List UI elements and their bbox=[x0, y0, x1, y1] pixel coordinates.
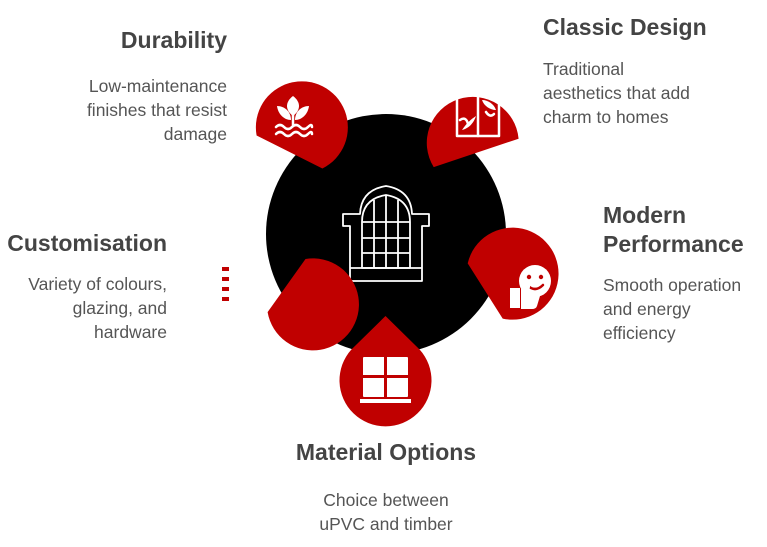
durability-node bbox=[255, 81, 348, 169]
material-options-description: Choice between uPVC and timber bbox=[319, 490, 453, 534]
customisation-petal bbox=[267, 258, 359, 351]
paned-window-icon bbox=[360, 357, 411, 403]
modern-performance-title: Modern Performance bbox=[603, 202, 744, 257]
durability-description: Low-maintenance finishes that resist dam… bbox=[86, 76, 227, 144]
customisation-title: Customisation bbox=[7, 230, 167, 256]
classic-design-title: Classic Design bbox=[543, 14, 707, 40]
material-options-title: Material Options bbox=[295, 439, 477, 465]
modern-performance-description: Smooth operation and energy efficiency bbox=[603, 275, 742, 343]
classic-design-petal bbox=[426, 96, 519, 168]
classic-design-description: Traditional aesthetics that add charm to… bbox=[543, 59, 690, 127]
customisation-description: Variety of colours, glazing, and hardwar… bbox=[28, 274, 167, 342]
arched-window-icon bbox=[342, 185, 430, 282]
plant-water-icon bbox=[274, 96, 314, 138]
durability-petal bbox=[255, 81, 348, 169]
thumbs-up-smiley-icon bbox=[510, 265, 551, 309]
colour-swatch-icon bbox=[218, 262, 262, 306]
modern-performance-node bbox=[467, 227, 559, 320]
durability-title: Durability bbox=[120, 27, 227, 53]
window-vine-icon bbox=[455, 92, 501, 138]
classic-design-node bbox=[426, 92, 519, 168]
customisation-node bbox=[218, 258, 359, 351]
material-options-node bbox=[339, 316, 432, 427]
